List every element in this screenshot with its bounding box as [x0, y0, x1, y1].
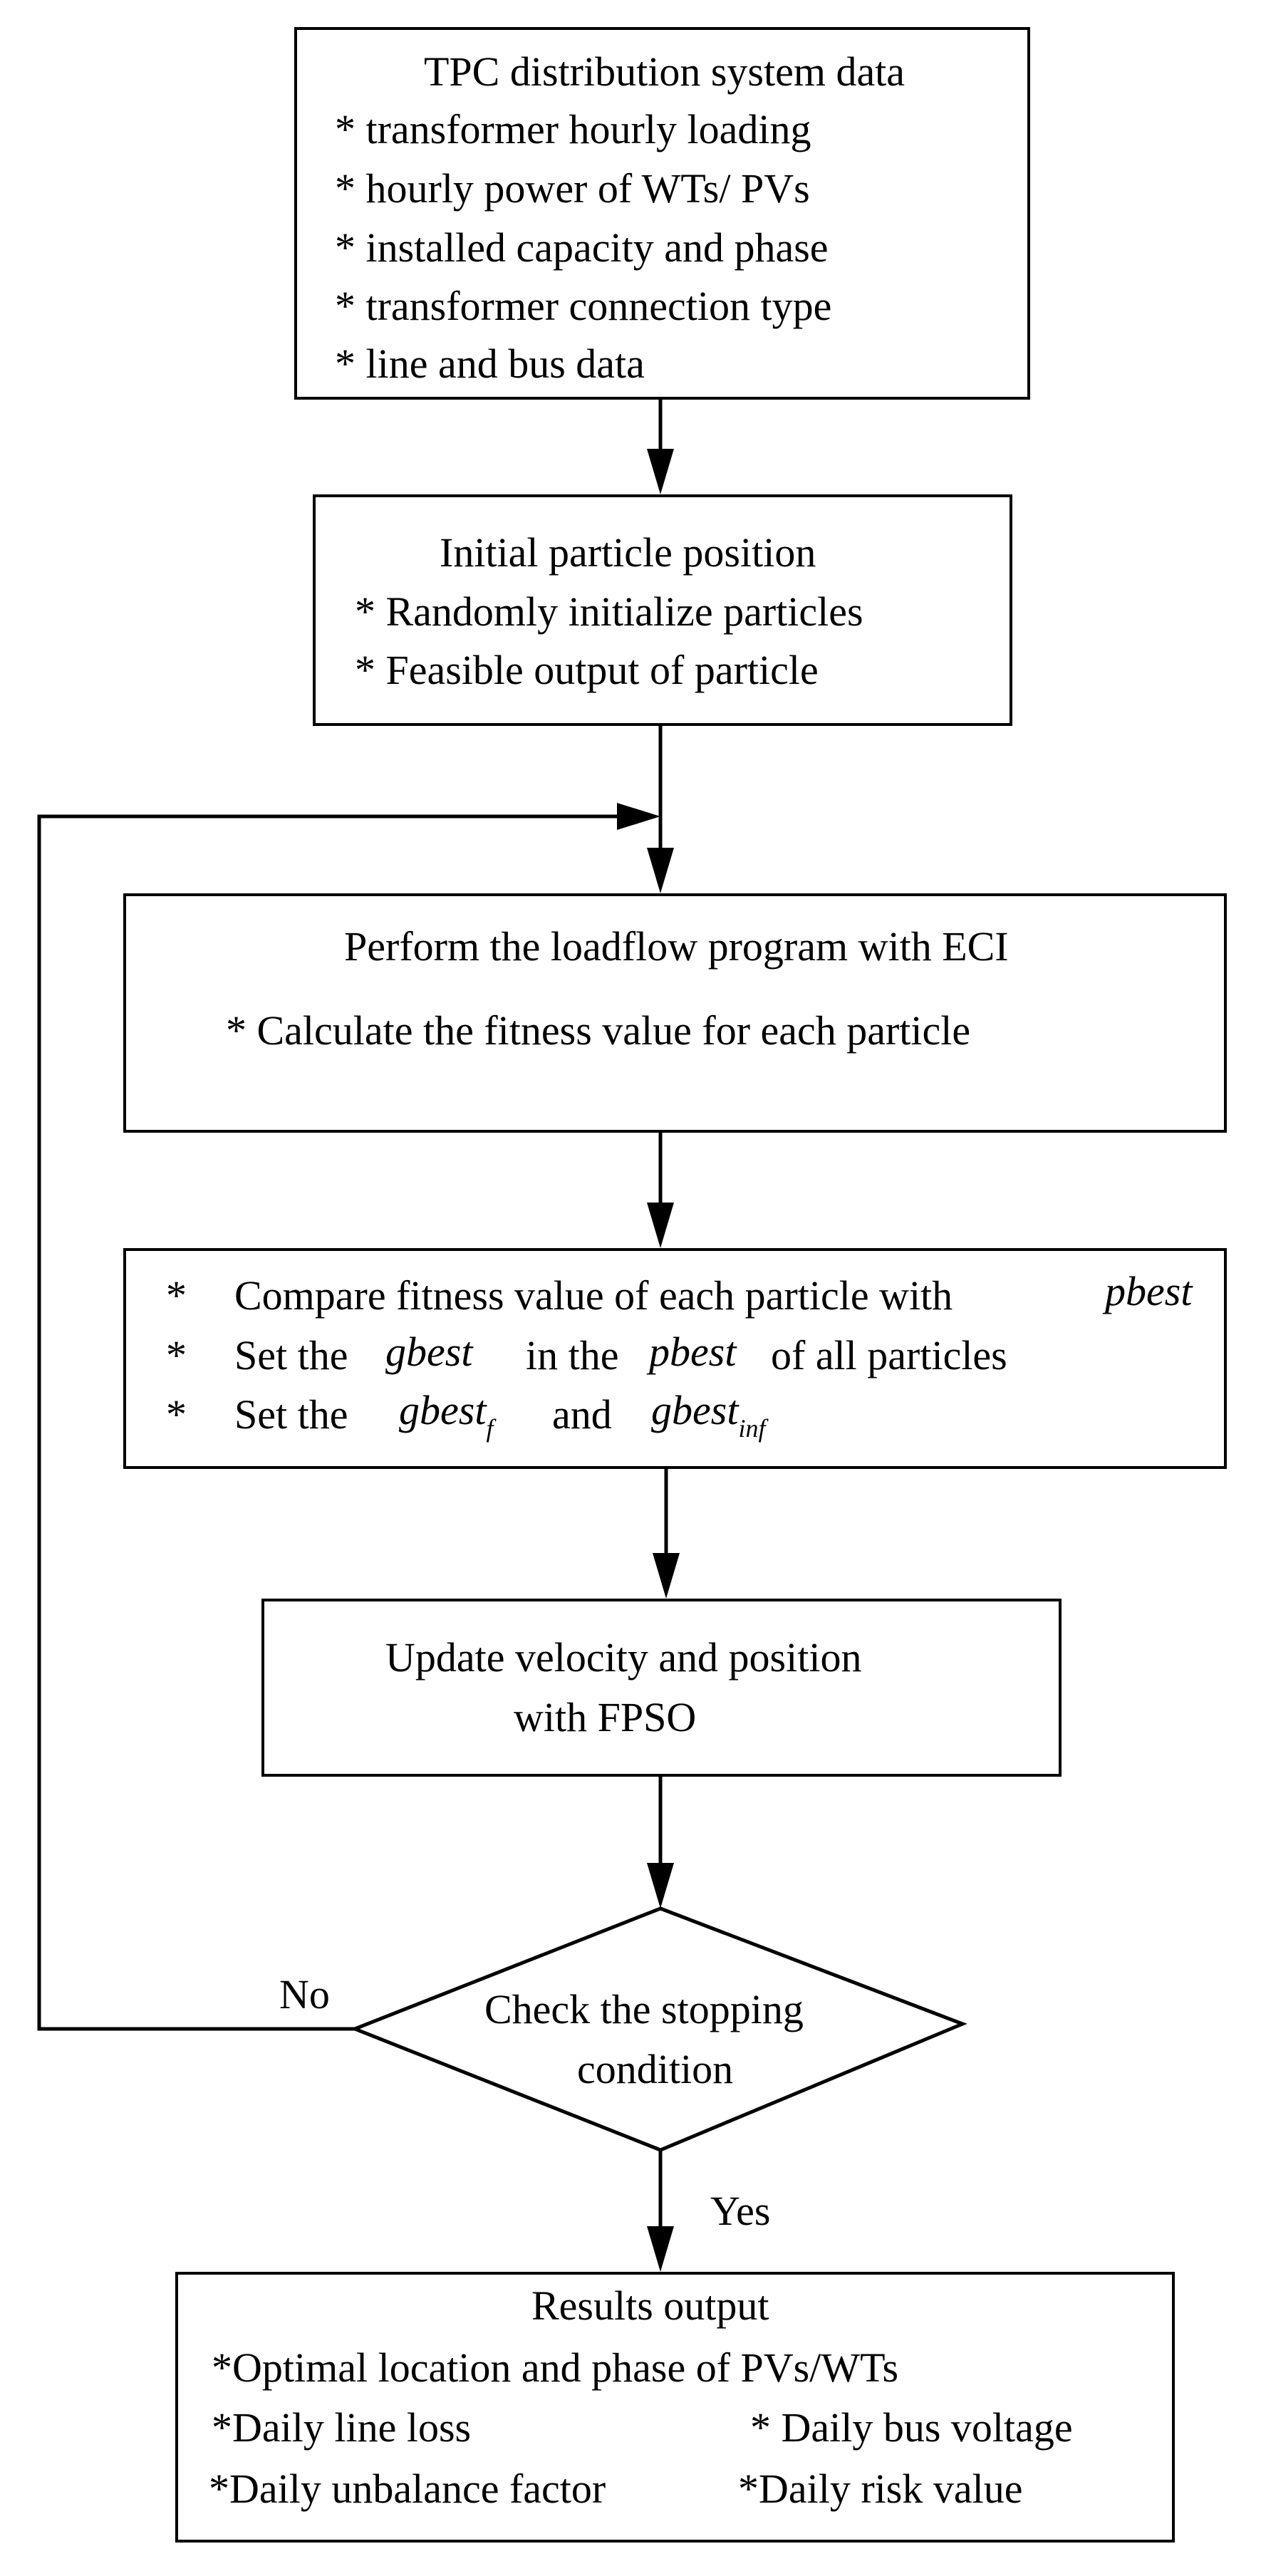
compare-pbest-term: pbest — [1105, 1268, 1193, 1314]
results-item: *Daily line loss — [212, 2404, 472, 2451]
update-velocity-line: Update velocity and position — [385, 1634, 862, 1681]
initial-particle-title: Initial particle position — [440, 529, 816, 576]
input-data-box: TPC distribution system data * transform… — [294, 27, 1030, 400]
compare-gbest-inf-term: gbestinf — [651, 1387, 765, 1442]
arrowhead-init-to-loadflow — [647, 848, 674, 893]
loadflow-box: Perform the loadflow program with ECI * … — [123, 893, 1227, 1133]
compare-pbest-term: pbest — [649, 1329, 737, 1375]
gbest-symbol: gbest — [399, 1387, 487, 1433]
subscript-inf: inf — [738, 1414, 766, 1443]
compare-gbest-term: gbest — [385, 1329, 473, 1375]
update-velocity-box: Update velocity and position with FPSO — [261, 1599, 1062, 1777]
subscript-f: f — [486, 1414, 494, 1443]
results-item: *Optimal location and phase of PVs/WTs — [212, 2344, 899, 2391]
compare-line-text: of all particles — [771, 1332, 1007, 1378]
compare-line-text: Set the — [234, 1391, 348, 1438]
input-data-item: * hourly power of WTs/ PVs — [335, 165, 810, 212]
loadflow-title: Perform the loadflow program with ECI — [344, 923, 1009, 970]
input-data-item: * transformer connection type — [335, 283, 832, 329]
compare-line-text: and — [552, 1391, 612, 1438]
compare-bullet: * — [166, 1272, 187, 1319]
results-item: *Daily unbalance factor — [209, 2466, 606, 2512]
results-item: * Daily bus voltage — [750, 2404, 1073, 2451]
input-data-item: * transformer hourly loading — [335, 106, 811, 152]
loop-back-line — [37, 814, 617, 2031]
results-output-box: Results output *Optimal location and pha… — [175, 2272, 1175, 2543]
input-data-item: * installed capacity and phase — [335, 224, 829, 271]
gbest-symbol: gbest — [651, 1387, 739, 1433]
input-data-item: * line and bus data — [335, 341, 645, 387]
compare-line-text: in the — [526, 1332, 619, 1378]
input-data-title: TPC distribution system data — [424, 48, 905, 95]
arrowhead-update-to-check — [647, 1863, 674, 1908]
compare-bullet: * — [166, 1391, 187, 1438]
arrowhead-input-to-init — [647, 449, 674, 494]
decision-label: Check the stopping — [484, 1986, 804, 2032]
loop-back-arrowhead — [617, 803, 660, 830]
arrowhead-loadflow-to-compare — [647, 1203, 674, 1248]
no-edge-label: No — [279, 1971, 330, 2017]
results-title: Results output — [531, 2282, 769, 2329]
compare-bullet: * — [166, 1332, 187, 1378]
compare-line-text: Set the — [234, 1332, 348, 1378]
arrowhead-compare-to-update — [653, 1553, 680, 1599]
compare-box: * Compare fitness value of each particle… — [123, 1248, 1227, 1469]
arrowhead-check-to-results — [647, 2226, 674, 2272]
initial-particle-item: * Randomly initialize particles — [355, 588, 863, 635]
decision-label: condition — [577, 2046, 734, 2092]
compare-line-text: Compare fitness value of each particle w… — [234, 1272, 953, 1319]
results-item: *Daily risk value — [738, 2466, 1023, 2512]
initial-particle-box: Initial particle position * Randomly ini… — [313, 494, 1012, 726]
compare-gbest-f-term: gbestf — [399, 1387, 493, 1442]
loadflow-item: * Calculate the fitness value for each p… — [226, 1007, 971, 1054]
initial-particle-item: * Feasible output of particle — [355, 647, 819, 693]
yes-edge-label: Yes — [710, 2188, 771, 2234]
update-velocity-line: with FPSO — [514, 1694, 697, 1740]
